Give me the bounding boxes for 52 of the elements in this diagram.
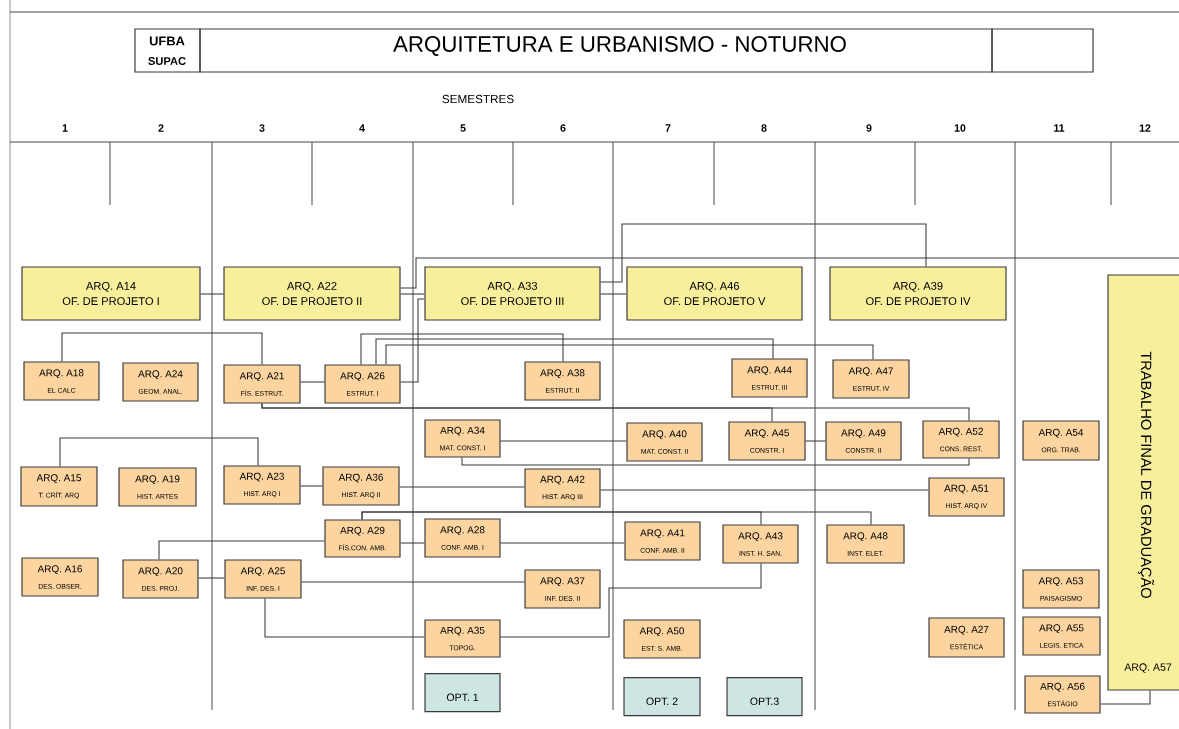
connector-line: [400, 298, 425, 383]
connector-line: [361, 511, 872, 525]
elective-box: OPT.3: [726, 677, 803, 717]
semester-number: 3: [259, 124, 265, 132]
connector-line: [360, 333, 564, 365]
connector-line: [600, 489, 929, 491]
semester-number: 9: [866, 124, 872, 132]
semester-number: 5: [460, 124, 466, 132]
connector-line: [600, 223, 927, 283]
connector-line: [375, 338, 774, 365]
semester-number: 6: [560, 124, 566, 132]
connector-line: [300, 381, 325, 383]
axis-title: SEMESTRES: [442, 94, 514, 104]
connector-line: [805, 440, 826, 442]
connector-line: [461, 457, 970, 466]
elective-box: OPT. 1: [424, 673, 501, 713]
studio-box: ARQ. A22 OF. DE PROJETO II: [223, 266, 401, 321]
connector-line: [399, 486, 525, 488]
semester-number: 1: [62, 124, 68, 132]
studio-box: ARQ. A14 OF. DE PROJETO I: [21, 266, 201, 321]
connector-line: [261, 403, 970, 421]
semester-number: 7: [665, 124, 671, 132]
connector-line: [300, 485, 323, 487]
studio-box: ARQ. A39 OF. DE PROJETO IV: [829, 266, 1007, 321]
connector-line: [400, 293, 425, 295]
semester-number: 8: [761, 124, 767, 132]
connector-line: [500, 563, 762, 638]
connector-line: [158, 540, 325, 560]
connector-line: [400, 257, 1179, 289]
connector-line: [385, 344, 874, 365]
connector-line: [1100, 690, 1151, 705]
connector-line: [61, 332, 263, 365]
connector-line: [301, 581, 525, 583]
institution-cell: UFBA SUPAC: [134, 28, 201, 73]
connector-line: [400, 542, 425, 544]
title-cell: ARQUITETURA E URBANISMO - NOTURNO: [199, 28, 993, 73]
connector-line: [198, 577, 225, 579]
studio-box: ARQ. A46 OF. DE PROJETO V: [626, 266, 803, 321]
connector-line: [500, 542, 625, 544]
connector-line: [500, 440, 627, 442]
connector-line: [59, 437, 259, 467]
semester-number: 4: [359, 124, 365, 132]
connector-line: [600, 293, 627, 295]
connector-line: [200, 293, 224, 295]
semester-number: 11: [1054, 124, 1065, 132]
semester-number: 10: [954, 124, 966, 132]
elective-box: OPT. 2: [623, 677, 701, 717]
studio-box: ARQ. A33 OF. DE PROJETO III: [424, 266, 601, 321]
semester-number: 2: [158, 124, 164, 132]
thesis-bar: TRABALHO FINAL DE GRADUAÇÃO ARQ. A57: [1107, 274, 1179, 691]
connector-line: [264, 598, 425, 638]
semester-number: 12: [1139, 124, 1151, 132]
